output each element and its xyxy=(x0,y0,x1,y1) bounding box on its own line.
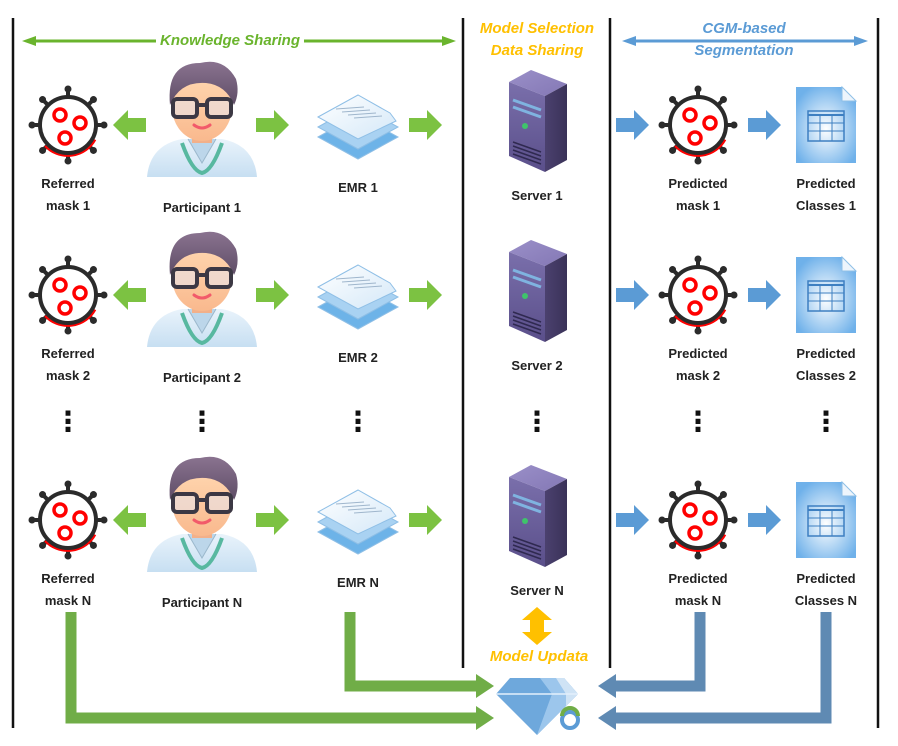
predicted-classes-label-line1: Predicted xyxy=(796,571,856,586)
predicted-classes-label-line1: Predicted xyxy=(796,346,856,361)
virus-mask-icon xyxy=(658,480,738,560)
doctor-avatar-icon xyxy=(147,231,257,347)
server-label: Server N xyxy=(510,583,564,598)
doctor-avatar-icon xyxy=(147,61,257,177)
virus-mask-icon xyxy=(658,85,738,165)
ellipsis-vertical: ⋮ xyxy=(54,406,82,437)
flow-blue-from-predicted-mask xyxy=(598,612,706,698)
referred-mask-label-line2: mask 1 xyxy=(45,198,91,213)
referred-mask-label-line1: Referred xyxy=(41,571,95,586)
emr-label: EMR 2 xyxy=(338,350,378,365)
diamond-model-icon xyxy=(496,678,580,735)
ellipsis-vertical: ⋮ xyxy=(344,406,372,437)
virus-mask-icon xyxy=(658,255,738,335)
doctor-avatar-icon xyxy=(147,456,257,572)
predicted-mask-label-line1: Predicted xyxy=(668,571,728,586)
row-1 xyxy=(28,61,858,177)
arrow-right-green xyxy=(256,505,289,535)
model-selection-title-line1: Model Selection xyxy=(479,20,595,37)
arrow-left-green xyxy=(113,505,146,535)
server-tower-icon xyxy=(509,70,567,172)
arrow-right-blue xyxy=(748,110,781,140)
arrow-right-blue xyxy=(616,280,649,310)
model-update-label: Model Updata xyxy=(489,648,589,665)
knowledge-sharing-title: Knowledge Sharing xyxy=(155,30,305,52)
participant-label: Participant 1 xyxy=(162,200,242,215)
predicted-classes-label-line2: Classes N xyxy=(794,593,858,608)
model-update-double-arrow xyxy=(522,607,552,645)
segmentation-title-line1: CGM-based xyxy=(702,20,786,37)
predicted-mask-label-line1: Predicted xyxy=(668,346,728,361)
virus-mask-icon xyxy=(28,255,108,335)
predicted-mask-label-line1: Predicted xyxy=(668,176,728,191)
server-tower-icon xyxy=(509,465,567,567)
participant-label: Participant 2 xyxy=(162,370,242,385)
document-stack-icon xyxy=(316,94,400,160)
server-tower-icon xyxy=(509,240,567,342)
arrow-right-green xyxy=(256,280,289,310)
spreadsheet-file-icon xyxy=(796,480,858,558)
arrow-left-green xyxy=(113,110,146,140)
document-stack-icon xyxy=(316,489,400,555)
arrow-right-green xyxy=(409,110,442,140)
emr-label: EMR N xyxy=(337,575,379,590)
predicted-mask-label-line2: mask 1 xyxy=(675,198,721,213)
predicted-classes-label-line2: Classes 2 xyxy=(796,368,856,383)
ellipsis-vertical: ⋮ xyxy=(188,406,216,437)
emr-label: EMR 1 xyxy=(338,180,378,195)
ellipsis-vertical: ⋮ xyxy=(684,406,712,437)
referred-mask-label-line2: mask 2 xyxy=(45,368,91,383)
referred-mask-label-line2: mask N xyxy=(44,593,92,608)
ellipsis-vertical: ⋮ xyxy=(812,406,840,437)
flow-blue-from-predicted-classes xyxy=(598,612,832,730)
row-3 xyxy=(28,456,858,572)
spreadsheet-file-icon xyxy=(796,85,858,163)
arrow-right-blue xyxy=(748,505,781,535)
participant-label: Participant N xyxy=(161,595,243,610)
arrow-right-green xyxy=(409,505,442,535)
document-stack-icon xyxy=(316,264,400,330)
predicted-classes-label-line1: Predicted xyxy=(796,176,856,191)
predicted-mask-label-line2: mask N xyxy=(674,593,722,608)
server-label: Server 2 xyxy=(511,358,563,373)
row-2 xyxy=(28,231,858,347)
referred-mask-label-line1: Referred xyxy=(41,346,95,361)
arrow-right-blue xyxy=(748,280,781,310)
segmentation-double-arrow xyxy=(622,36,868,46)
arrow-right-green xyxy=(409,280,442,310)
virus-mask-icon xyxy=(28,85,108,165)
arrow-left-green xyxy=(113,280,146,310)
flow-green-from-mask xyxy=(65,612,494,730)
model-selection-title-line2: Data Sharing xyxy=(490,42,584,59)
predicted-mask-label-line2: mask 2 xyxy=(675,368,721,383)
flow-green-from-emr xyxy=(344,612,494,698)
predicted-classes-label-line2: Classes 1 xyxy=(796,198,856,213)
virus-mask-icon xyxy=(28,480,108,560)
ellipsis-vertical: ⋮ xyxy=(523,406,551,437)
arrow-right-blue xyxy=(616,505,649,535)
referred-mask-label-line1: Referred xyxy=(41,176,95,191)
arrow-right-blue xyxy=(616,110,649,140)
segmentation-title-line2: Segmentation xyxy=(694,42,794,59)
server-label: Server 1 xyxy=(511,188,563,203)
arrow-right-green xyxy=(256,110,289,140)
spreadsheet-file-icon xyxy=(796,255,858,333)
